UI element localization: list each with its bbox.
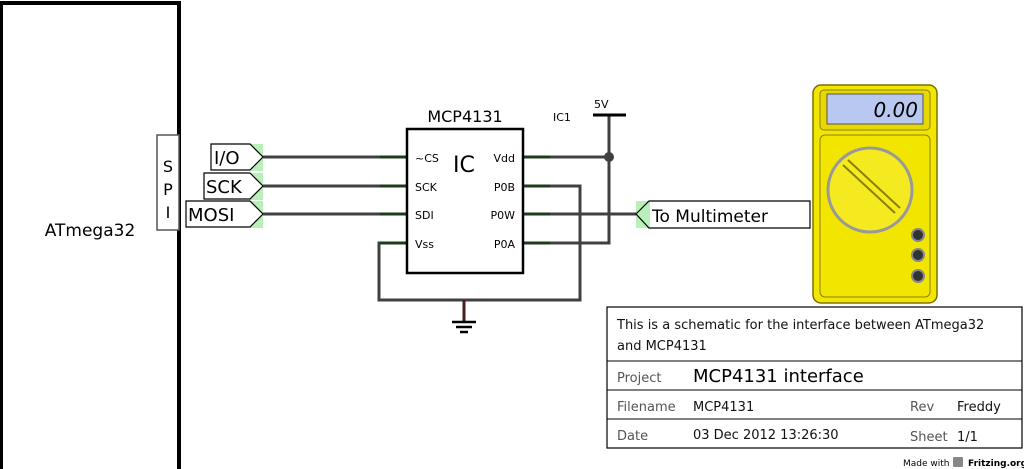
pin-p0b: P0B [494,181,515,194]
ic-type-label: IC [453,153,475,178]
made-with-text: Made with [903,459,950,469]
pin-vss: Vss [415,238,434,251]
sheet-label: Sheet [910,430,948,445]
atmega32-label: ATmega32 [45,221,136,241]
multimeter[interactable]: 0.00 [812,84,938,304]
description-line1: This is a schematic for the interface be… [616,318,984,333]
ic-part-label: MCP4131 [427,107,502,126]
ground-icon[interactable] [452,300,476,334]
spi-letter-s: S [163,157,173,176]
filename-label: Filename [617,400,676,415]
pin-cs: ~CS [415,152,439,165]
pin-vdd: Vdd [494,152,516,165]
rev-label: Rev [910,400,934,415]
date-label: Date [617,429,648,444]
fritzing-brand: Fritzing.org [968,459,1024,469]
net-label-to-multimeter[interactable]: To Multimeter [635,200,811,229]
wires [263,115,636,302]
net-label-mosi[interactable]: MOSI [185,200,264,228]
project-value: MCP4131 interface [693,366,864,387]
fritzing-logo-icon [953,457,963,467]
svg-text:SCK: SCK [206,177,243,198]
svg-text:To Multimeter: To Multimeter [651,207,768,227]
pin-sdi: SDI [415,209,434,222]
jack-vohm [911,248,925,262]
atmega32-part[interactable]: ATmega32 S P I [0,1,181,469]
svg-text:5V: 5V [594,98,609,111]
jack-com [911,269,925,283]
description-line2: and MCP4131 [617,339,707,354]
power-5v-symbol[interactable]: 5V [593,98,626,117]
filename-value: MCP4131 [693,400,754,415]
svg-text:I/O: I/O [214,148,240,169]
net-label-io[interactable]: I/O [210,143,264,171]
lcd-display [826,93,924,125]
lcd-readout: 0.00 [873,98,918,122]
svg-text:MOSI: MOSI [188,205,234,226]
junction-dot [604,152,614,162]
spi-letter-i: I [166,203,171,222]
spi-connector [156,134,180,231]
net-label-sck[interactable]: SCK [203,172,264,200]
date-value: 03 Dec 2012 13:26:30 [693,428,839,443]
mcp4131-chip[interactable]: MCP4131 IC1 IC ~CS SCK SDI Vss Vdd P0B P… [380,107,571,275]
project-label: Project [617,371,661,386]
title-block: This is a schematic for the interface be… [606,306,1023,449]
fritzing-footer: Made with Fritzing.org [903,457,1024,469]
rev-value: Freddy [957,400,1001,415]
pin-p0w: P0W [490,209,515,222]
pin-p0a: P0A [494,238,516,251]
jack-10a [911,228,925,242]
sheet-value: 1/1 [957,430,978,445]
pin-sck: SCK [415,181,438,194]
spi-letter-p: P [163,180,173,199]
ic-ref-label: IC1 [553,111,571,124]
